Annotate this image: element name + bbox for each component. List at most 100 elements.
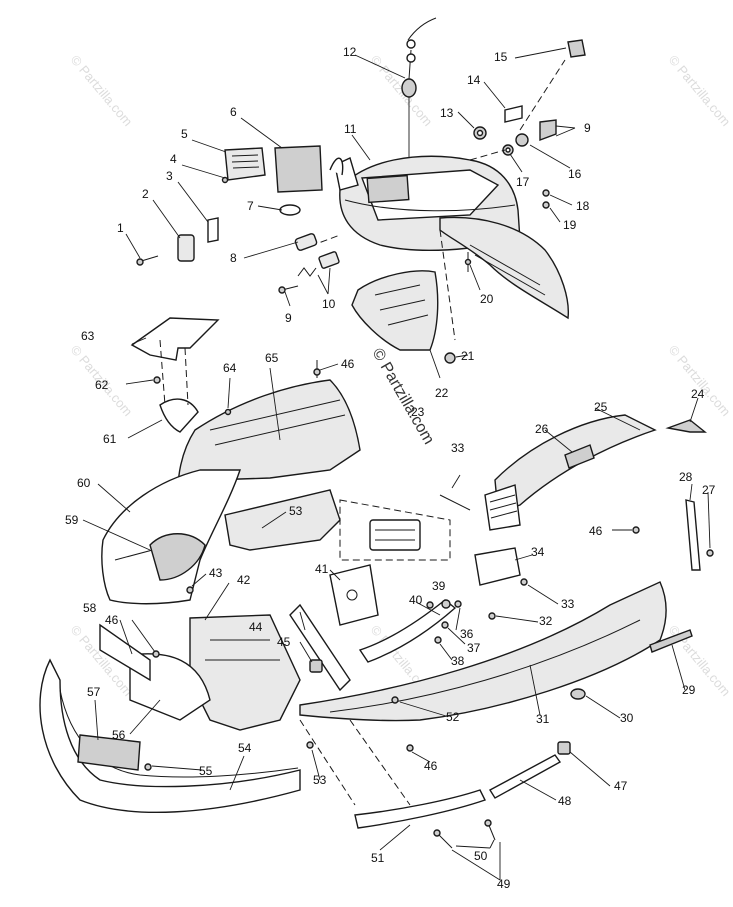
part-12-key-assembly	[401, 17, 437, 158]
part-61-bracket	[159, 398, 199, 433]
part-46-screw-lower	[406, 744, 414, 752]
callout-41: 41	[315, 562, 329, 576]
callout-46: 46	[589, 524, 603, 538]
callout-51: 51	[371, 851, 385, 865]
watermark: © Partzilla.com	[666, 622, 733, 699]
callout-33: 33	[451, 441, 465, 455]
callout-55: 55	[199, 764, 213, 778]
part-62-screw	[153, 376, 161, 384]
callout-8: 8	[230, 251, 237, 265]
part-7-cover	[279, 204, 301, 216]
part-30-grommet	[570, 688, 586, 700]
part-39-bolt	[426, 601, 434, 609]
part-37-bolt	[441, 621, 449, 629]
callout-56: 56	[112, 728, 126, 742]
part-52-screw	[391, 696, 399, 704]
callout-32: 32	[539, 614, 553, 628]
callout-31: 31	[536, 712, 550, 726]
callout-12: 12	[343, 45, 357, 59]
callout-48: 48	[558, 794, 572, 808]
callout-15: 15	[494, 50, 508, 64]
part-9-clip	[539, 119, 557, 142]
callout-20: 20	[480, 292, 494, 306]
callout-46: 46	[105, 613, 119, 627]
callout-53: 53	[289, 504, 303, 518]
callout-46: 46	[341, 357, 355, 371]
callout-labels: 1 2 3 4 5 6 7 8 9 9 10 11 12 13 14 15 16…	[65, 45, 716, 891]
callout-7: 7	[247, 199, 254, 213]
callout-47: 47	[614, 779, 628, 793]
part-47-clip	[557, 741, 571, 755]
watermark: © Partzilla.com	[666, 52, 733, 129]
callout-10: 10	[322, 297, 336, 311]
callout-39: 39	[432, 579, 446, 593]
callout-3: 3	[166, 169, 173, 183]
part-9-screw	[278, 285, 299, 294]
callout-57: 57	[87, 685, 101, 699]
callout-60: 60	[77, 476, 91, 490]
callout-22: 22	[435, 386, 449, 400]
part-harness	[339, 499, 451, 561]
part-3-bracket	[207, 217, 219, 243]
part-40-linkage	[358, 599, 457, 663]
part-41-plate	[329, 564, 379, 626]
part-46-screw-right	[632, 526, 640, 534]
callout-36: 36	[460, 627, 474, 641]
callout-42: 42	[237, 573, 251, 587]
part-24-latch	[665, 419, 707, 433]
callout-52: 52	[446, 710, 460, 724]
callout-53: 53	[313, 773, 327, 787]
part-29-strip	[649, 629, 693, 653]
callout-29: 29	[682, 683, 696, 697]
callout-27: 27	[702, 483, 716, 497]
part-16-nut	[515, 133, 529, 147]
part-22-inner-panel	[351, 270, 439, 351]
part-27-screw	[706, 549, 714, 557]
callout-1: 1	[117, 221, 124, 235]
part-46-screw	[313, 360, 321, 378]
callout-13: 13	[440, 106, 454, 120]
part-50-screw	[433, 819, 496, 849]
part-33-screw	[520, 578, 528, 586]
part-32-tab	[488, 612, 496, 620]
callout-25: 25	[594, 400, 608, 414]
callout-4: 4	[170, 152, 177, 166]
part-18-screw	[542, 189, 550, 197]
part-20-screw	[464, 252, 472, 272]
callout-45: 45	[277, 635, 291, 649]
callout-65: 65	[265, 351, 279, 365]
callout-33: 33	[561, 597, 575, 611]
callout-34: 34	[531, 545, 545, 559]
part-54-bumper	[39, 658, 301, 814]
part-4-screw	[221, 176, 229, 184]
callout-59: 59	[65, 513, 79, 527]
part-46-screw-left	[152, 650, 160, 658]
part-45-nut	[309, 659, 323, 673]
part-6-decal	[274, 145, 323, 193]
part-55-screw	[144, 763, 152, 771]
part-64-screw	[224, 408, 232, 416]
callout-30: 30	[620, 711, 634, 725]
callout-9: 9	[285, 311, 292, 325]
callout-28: 28	[679, 470, 693, 484]
callout-16: 16	[568, 167, 582, 181]
callout-50: 50	[474, 849, 488, 863]
part-1-screw	[136, 255, 159, 266]
part-10-spring	[297, 251, 340, 277]
part-36-bolt	[454, 600, 462, 608]
center-watermark: © Partzilla.com	[369, 346, 438, 448]
callout-26: 26	[535, 422, 549, 436]
callout-61: 61	[103, 432, 117, 446]
part-17-washer	[502, 144, 514, 156]
part-43-screw	[186, 586, 194, 594]
part-2-lens	[177, 234, 195, 262]
callout-38: 38	[451, 654, 465, 668]
part-33-stay	[439, 494, 471, 511]
watermark: © Partzilla.com	[666, 342, 733, 419]
callout-23: 23	[411, 405, 425, 419]
callout-37: 37	[467, 641, 481, 655]
part-28-strut	[685, 499, 701, 571]
part-53-front-plate	[224, 489, 341, 551]
part-59-reflector	[149, 533, 206, 581]
